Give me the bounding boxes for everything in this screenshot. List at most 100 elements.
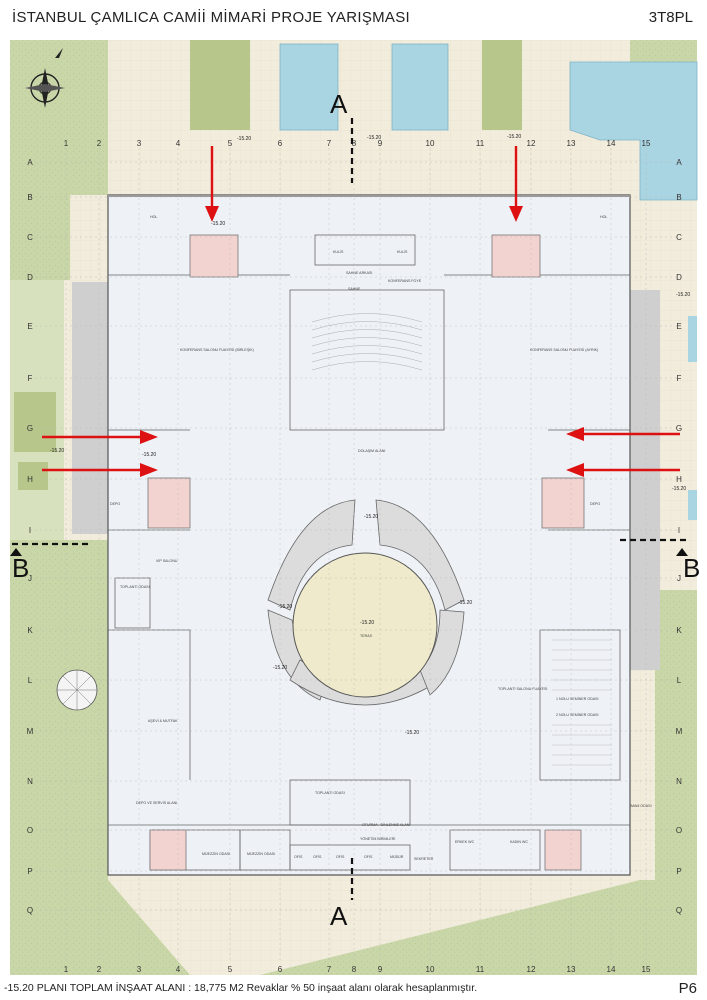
green-area-ne	[630, 40, 697, 62]
row-label: J	[677, 574, 681, 583]
level-label: -15.20	[405, 730, 419, 736]
grid-lines	[30, 148, 680, 960]
core-w	[147, 477, 191, 529]
core-ne	[491, 234, 541, 278]
room-label: KONFERANS FOYE	[388, 279, 422, 283]
level-label: -15.20	[50, 448, 64, 454]
col-label: 14	[607, 965, 616, 974]
col-label: 6	[278, 139, 283, 148]
planter-2	[482, 40, 522, 130]
col-label: 7	[327, 965, 332, 974]
room-label: 2 NOLU SEMİNER ODASI	[556, 712, 599, 717]
green-area-nw	[10, 40, 108, 280]
room-label: SAHNE ARKASI	[346, 271, 372, 275]
room-label: TOPLANTI SALONU FUAYESİ	[498, 686, 547, 691]
row-label: G	[676, 424, 682, 433]
section-a-label-bottom: A	[330, 901, 348, 931]
section-b-label-west: B	[12, 553, 29, 583]
room-label: MÜEZZİN ODASI	[202, 851, 230, 856]
col-label: 2	[97, 965, 102, 974]
row-label: A	[676, 158, 682, 167]
level-label: -15.20	[278, 604, 292, 610]
room-label: HOL	[150, 215, 157, 219]
room-label: ERKEK WC	[455, 840, 475, 844]
level-label: -15.20	[676, 292, 690, 298]
col-label: 12	[527, 139, 536, 148]
room-label: MÜEZZİN ODASI	[247, 851, 275, 856]
seminar-seats	[552, 639, 612, 766]
room-label: OTURMA - DİNLENME ALANI	[362, 822, 410, 827]
room-label: KONFERANS SALONU FUAYESİ (BİRLEŞİK)	[180, 347, 254, 352]
col-label: 9	[378, 965, 383, 974]
row-label: L	[28, 676, 33, 685]
pool-1	[279, 43, 339, 131]
green-area-se	[260, 590, 697, 975]
room-label: SAHNE	[348, 287, 361, 291]
section-b-label-east: B	[683, 553, 700, 583]
room-label: YÖNETİM BİRİMLERİ	[360, 836, 395, 841]
level-markers: -15.20 -15.20 -15.20 -15.20 -15.20 -15.2…	[50, 134, 690, 736]
col-label: 7	[327, 139, 332, 148]
room-label: HOL	[600, 215, 607, 219]
row-label: N	[27, 777, 33, 786]
floor-plan: 1 2 3 4 5 6 7 8 9 10 11 12 13 14 15 1 2 …	[10, 40, 700, 975]
section-b-arrow-west	[10, 548, 22, 556]
room-label: DOLAŞIM ALANI	[358, 449, 385, 453]
row-label: B	[676, 193, 681, 202]
row-label: C	[27, 233, 33, 242]
room-label: KADIN WC	[510, 840, 528, 844]
arcade-ring-ne	[375, 499, 465, 611]
row-label: O	[676, 826, 682, 835]
col-label: 4	[176, 139, 181, 148]
section-a-label-top: A	[330, 89, 348, 119]
grid-rows-right: A B C D E F G H I J K L M N O P Q	[676, 158, 683, 915]
level-label: -15.20	[672, 486, 686, 492]
col-label: 11	[476, 965, 485, 974]
row-label: I	[678, 526, 680, 535]
arcade-west	[72, 282, 108, 534]
room-label: OFİS	[364, 854, 373, 859]
level-label: -15.20	[142, 452, 156, 458]
row-label: Q	[676, 906, 682, 915]
col-label: 15	[642, 139, 651, 148]
row-label: L	[677, 676, 682, 685]
entrance-arrows	[42, 146, 680, 477]
row-label: B	[27, 193, 32, 202]
room-label: OFİS	[313, 854, 322, 859]
grid-columns-top: 1 2 3 4 5 6 7 8 9 10 11 12 13 14 15	[64, 139, 651, 148]
col-label: 12	[527, 965, 536, 974]
room-label: VIP SALONU	[156, 559, 178, 563]
pool-east-1	[688, 316, 697, 362]
row-label: M	[676, 727, 683, 736]
col-label: 3	[137, 139, 142, 148]
room-label: KULİS	[397, 249, 408, 254]
north-arrow-icon	[25, 48, 65, 108]
row-label: P	[27, 867, 32, 876]
row-label: G	[27, 424, 33, 433]
pool-east-2	[688, 490, 697, 520]
conference-hall	[289, 289, 445, 431]
row-label: I	[29, 526, 31, 535]
planter-1	[190, 40, 250, 130]
col-label: 1	[64, 965, 69, 974]
row-label: D	[676, 273, 682, 282]
row-label: H	[676, 475, 682, 484]
section-b-arrow-east	[676, 548, 688, 556]
pool-3	[569, 61, 698, 201]
building-outline	[107, 194, 631, 876]
drawing-code: 3T8PL	[648, 9, 693, 26]
row-label: F	[28, 374, 33, 383]
room-label: SEKRETER	[414, 857, 434, 861]
row-label: P	[676, 867, 681, 876]
col-label: 10	[426, 139, 435, 148]
row-label: Q	[27, 906, 33, 915]
row-label: N	[676, 777, 682, 786]
room-label: KONFERANS SALONU FUAYESİ (AYRIK)	[530, 347, 598, 352]
col-label: 15	[642, 965, 651, 974]
col-label: 9	[378, 139, 383, 148]
col-label: 6	[278, 965, 283, 974]
room-label: MÜDÜR	[390, 855, 404, 859]
level-label: -15.20	[211, 221, 225, 227]
row-label: F	[677, 374, 682, 383]
core-nw	[189, 234, 239, 278]
